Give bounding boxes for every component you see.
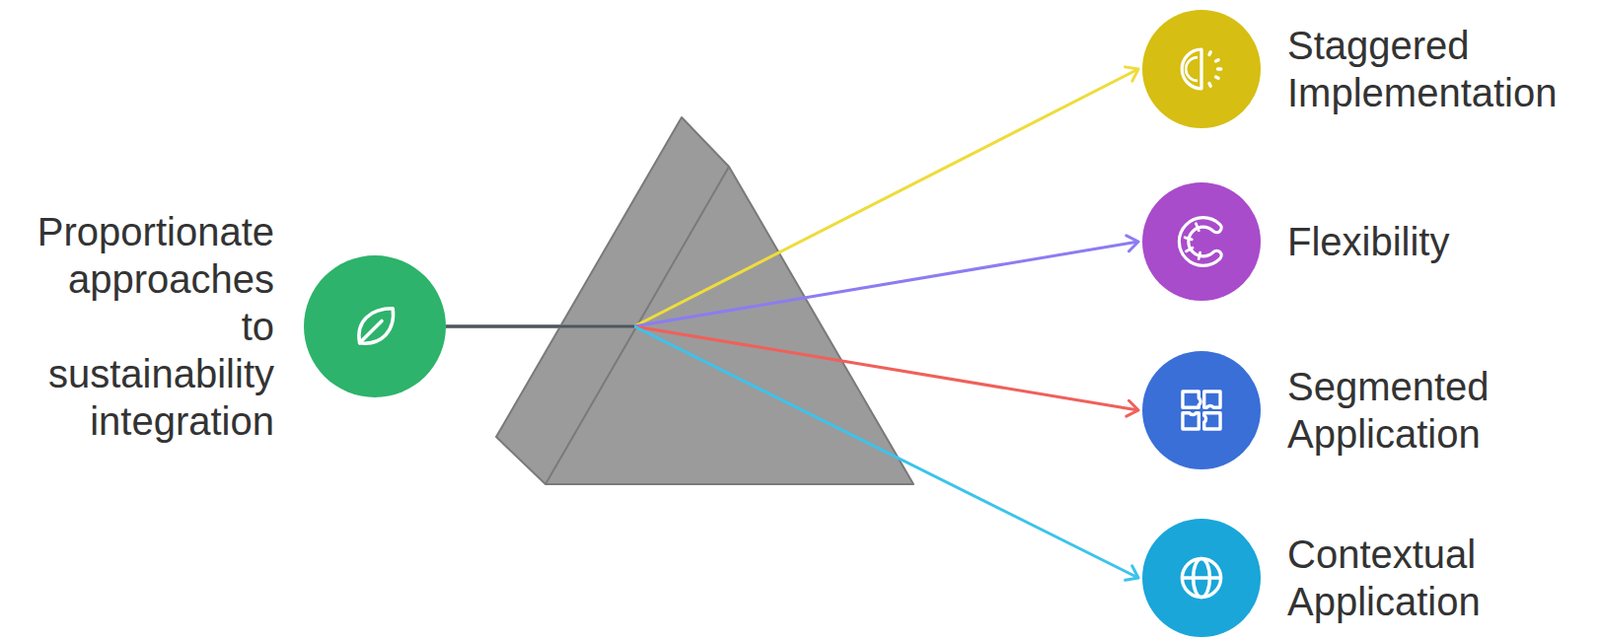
input-beam <box>445 325 635 329</box>
leaf-icon <box>340 291 410 362</box>
light-ray <box>445 326 1139 411</box>
outcome-circle <box>1142 182 1261 301</box>
node-label: Contextual Application <box>1287 530 1584 626</box>
label-group: Segmented Application <box>1287 363 1584 458</box>
light-ray <box>445 326 1139 579</box>
outcome-circle-node: Contextual Application <box>1142 518 1584 638</box>
label-group: Contextual Application <box>1287 530 1584 626</box>
outcome-circle-node: Staggered Implementation <box>1142 9 1584 129</box>
label-group: Staggered Implementation <box>1287 21 1584 117</box>
prism-body <box>496 117 914 485</box>
label-group: Flexibility <box>1287 218 1584 266</box>
outcome-circle <box>1142 518 1261 638</box>
globe-icon <box>1166 543 1237 613</box>
timer-icon <box>1168 36 1235 102</box>
outcome-circle-node: Flexibility <box>1142 182 1584 301</box>
light-ray <box>445 241 1139 327</box>
node-label: Proportionate approaches to sustainabili… <box>27 208 275 445</box>
node-label: Flexibility <box>1287 218 1584 266</box>
label-group: Proportionate approaches to sustainabili… <box>27 208 275 445</box>
outcome-circle <box>1142 9 1261 129</box>
source-circle-node: Proportionate approaches to sustainabili… <box>27 208 446 445</box>
puzzle-icon <box>1167 376 1236 444</box>
outcome-circle <box>1142 351 1261 470</box>
ring-icon <box>1166 207 1237 277</box>
node-label: Segmented Application <box>1287 363 1584 458</box>
node-label: Staggered Implementation <box>1287 21 1584 117</box>
source-circle <box>303 255 446 398</box>
light-ray <box>445 69 1139 327</box>
outcome-circle-node: Segmented Application <box>1142 351 1584 470</box>
